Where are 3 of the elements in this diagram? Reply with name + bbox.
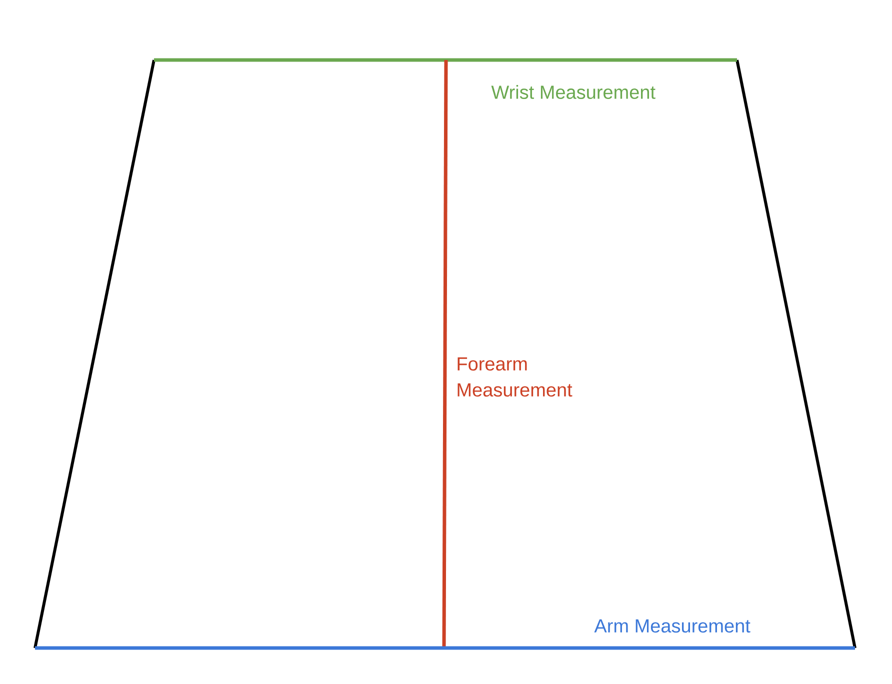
measurement-label: Forearm Measurement xyxy=(458,357,572,397)
measurement-label: Arm Measurement xyxy=(594,619,750,633)
measurement-label: Wrist Measurement xyxy=(491,85,656,99)
